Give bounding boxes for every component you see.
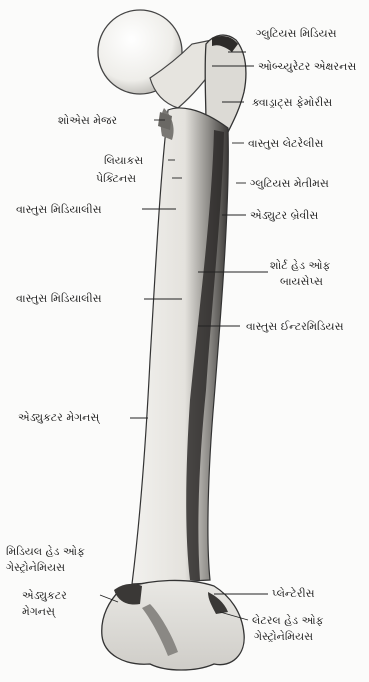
label-short-head-biceps-1: શોર્ટ હેડ ઓફ (270, 259, 330, 272)
label-obturator-externus: ઓબ્ચ્યુરેટર એક્ષરનસ (258, 60, 356, 73)
label-pectineus: પેક્ટિનસ (96, 172, 136, 185)
label-adductor-magnus-bottom-2: મેગનસ્ (22, 605, 55, 618)
label-medial-gastro-2: ગેસ્ટ્રોનેમિયસ (6, 561, 65, 574)
label-adductor-magnus-bottom-1: એડ્યુકટર (22, 589, 67, 602)
label-adductor-magnus-shaft: એડ્યુકટર મેગનસ્ (18, 411, 99, 424)
label-short-head-biceps-2: બાયસેપ્સ (280, 275, 323, 288)
label-quadratus-femoris: ક્વાડ્રાટ્સ ફેમોરીસ (252, 96, 332, 109)
label-lateral-gastro-2: ગેસ્ટ્રોનેમિયસ (254, 630, 313, 643)
label-lateral-gastro-1: લેટરલ હેડ ઓફ (252, 614, 323, 627)
label-medial-gastro-1: મિડિયલ હેડ ઓફ (6, 545, 85, 558)
label-psoas-major: શોએસ મેજર (58, 114, 117, 127)
label-adductor-brevis: એડ્યુટર બ્રેવીસ (250, 209, 318, 222)
label-plantaris: પ્લેન્ટેરીસ (272, 587, 315, 600)
label-gluteus-medius: ગ્લુટિયસ મિડિયસ (256, 27, 337, 40)
label-vastus-medialis-upper: વાસ્તુસ મિડિયાલીસ (16, 203, 102, 216)
label-vastus-medialis-lower: વાસ્તુસ મિડિયાલીસ (16, 292, 102, 305)
label-gluteus-maximus: ગ્લુટિયસ મેતીમસ (250, 177, 329, 190)
label-vastus-intermedius: વાસ્તુસ ઈન્ટરમિડિયસ (246, 320, 343, 333)
label-vastus-lateralis: વાસ્તુસ લેટરેલીસ (248, 137, 323, 150)
label-iliacus: લિયાકસ (104, 154, 143, 167)
